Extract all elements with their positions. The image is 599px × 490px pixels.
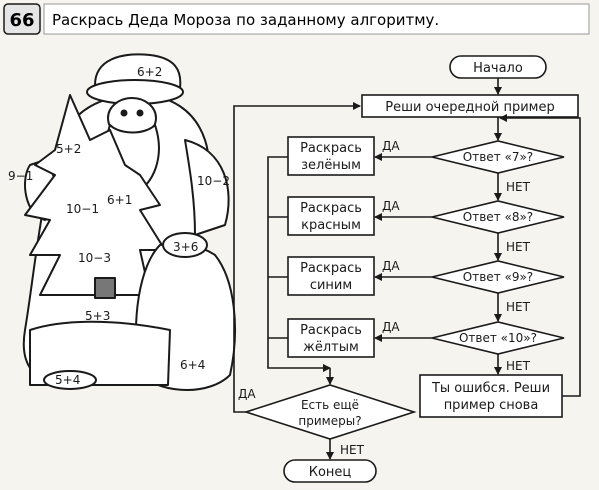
region-label: 10−1 bbox=[66, 202, 99, 216]
yes-label: ДА bbox=[382, 199, 400, 213]
action-line: Раскрась bbox=[300, 141, 362, 156]
yes-label: ДА bbox=[382, 259, 400, 273]
task-text-box bbox=[43, 3, 590, 35]
error-loop-line bbox=[499, 114, 581, 397]
action-line: синим bbox=[310, 278, 352, 293]
action-line: зелёным bbox=[301, 158, 361, 173]
eye-left bbox=[120, 109, 128, 117]
no-label: НЕТ bbox=[506, 359, 531, 373]
task-number-badge bbox=[3, 3, 41, 35]
no-label: НЕТ bbox=[506, 180, 531, 194]
region-label: 5+2 bbox=[56, 142, 81, 156]
region-label: 10−2 bbox=[197, 174, 230, 188]
region-label: 3+6 bbox=[173, 240, 198, 254]
task-header: 66 Раскрась Деда Мороза по заданному алг… bbox=[3, 3, 590, 35]
condition-label: Ответ «10»? bbox=[459, 331, 537, 345]
condition-label: Ответ «8»? bbox=[463, 210, 533, 224]
condition-label: Ответ «9»? bbox=[463, 270, 533, 284]
more-question-line: Есть ещё bbox=[301, 398, 359, 412]
action-green bbox=[287, 136, 375, 176]
region-label: 10−3 bbox=[78, 251, 111, 265]
solve-label: Реши очередной пример bbox=[385, 100, 554, 115]
end-terminal bbox=[283, 459, 377, 483]
region-label: 6+4 bbox=[180, 358, 205, 372]
task-text: Раскрась Деда Мороза по заданному алгори… bbox=[52, 11, 439, 29]
yes-loop-line bbox=[233, 102, 361, 413]
action-yellow bbox=[287, 318, 375, 358]
flowchart-text: Начало Реши очередной пример Ответ «7»? … bbox=[238, 61, 555, 480]
solve-process-box bbox=[361, 94, 579, 118]
no-label: НЕТ bbox=[506, 300, 531, 314]
action-blue bbox=[287, 256, 375, 296]
condition-label: Ответ «7»? bbox=[463, 150, 533, 164]
yes-label: ДА bbox=[238, 387, 256, 401]
action-line: Раскрась bbox=[300, 201, 362, 216]
decision-more-examples bbox=[243, 384, 417, 440]
action-line: Раскрась bbox=[300, 261, 362, 276]
yes-label: ДА bbox=[382, 139, 400, 153]
sack-tie bbox=[162, 232, 208, 258]
action-line: жёлтым bbox=[303, 340, 359, 355]
more-question-line: примеры? bbox=[298, 414, 361, 428]
decision-answer-8 bbox=[431, 200, 565, 234]
error-line: пример снова bbox=[444, 398, 539, 413]
region-label: 5+3 bbox=[85, 309, 110, 323]
right-sleeve bbox=[184, 139, 230, 236]
start-label: Начало bbox=[473, 61, 523, 76]
boot-shape bbox=[94, 277, 116, 299]
felt-boot bbox=[43, 370, 97, 390]
flowchart bbox=[233, 55, 581, 483]
action-line: Раскрась bbox=[300, 323, 362, 338]
region-label: 6+2 bbox=[137, 65, 162, 79]
ded-moroz-illustration bbox=[22, 53, 236, 391]
region-label: 9−1 bbox=[8, 169, 33, 183]
decision-answer-7 bbox=[431, 140, 565, 174]
region-labels: 6+2 5+2 9−1 10−2 6+1 10−1 3+6 10−3 5+3 6… bbox=[8, 65, 230, 387]
yes-label: ДА bbox=[382, 320, 400, 334]
no-label: НЕТ bbox=[506, 240, 531, 254]
region-label: 5+4 bbox=[55, 373, 80, 387]
decision-answer-9 bbox=[431, 260, 565, 294]
end-label: Конец bbox=[309, 465, 352, 480]
task-number: 66 bbox=[9, 10, 34, 31]
decision-answer-10 bbox=[431, 321, 565, 355]
error-line: Ты ошибся. Реши bbox=[431, 381, 550, 396]
action-line: красным bbox=[301, 218, 361, 233]
region-label: 6+1 bbox=[107, 193, 132, 207]
coat-hem bbox=[29, 320, 171, 386]
collector-line bbox=[267, 156, 331, 372]
no-label: НЕТ bbox=[340, 443, 365, 457]
eye-right bbox=[136, 109, 144, 117]
